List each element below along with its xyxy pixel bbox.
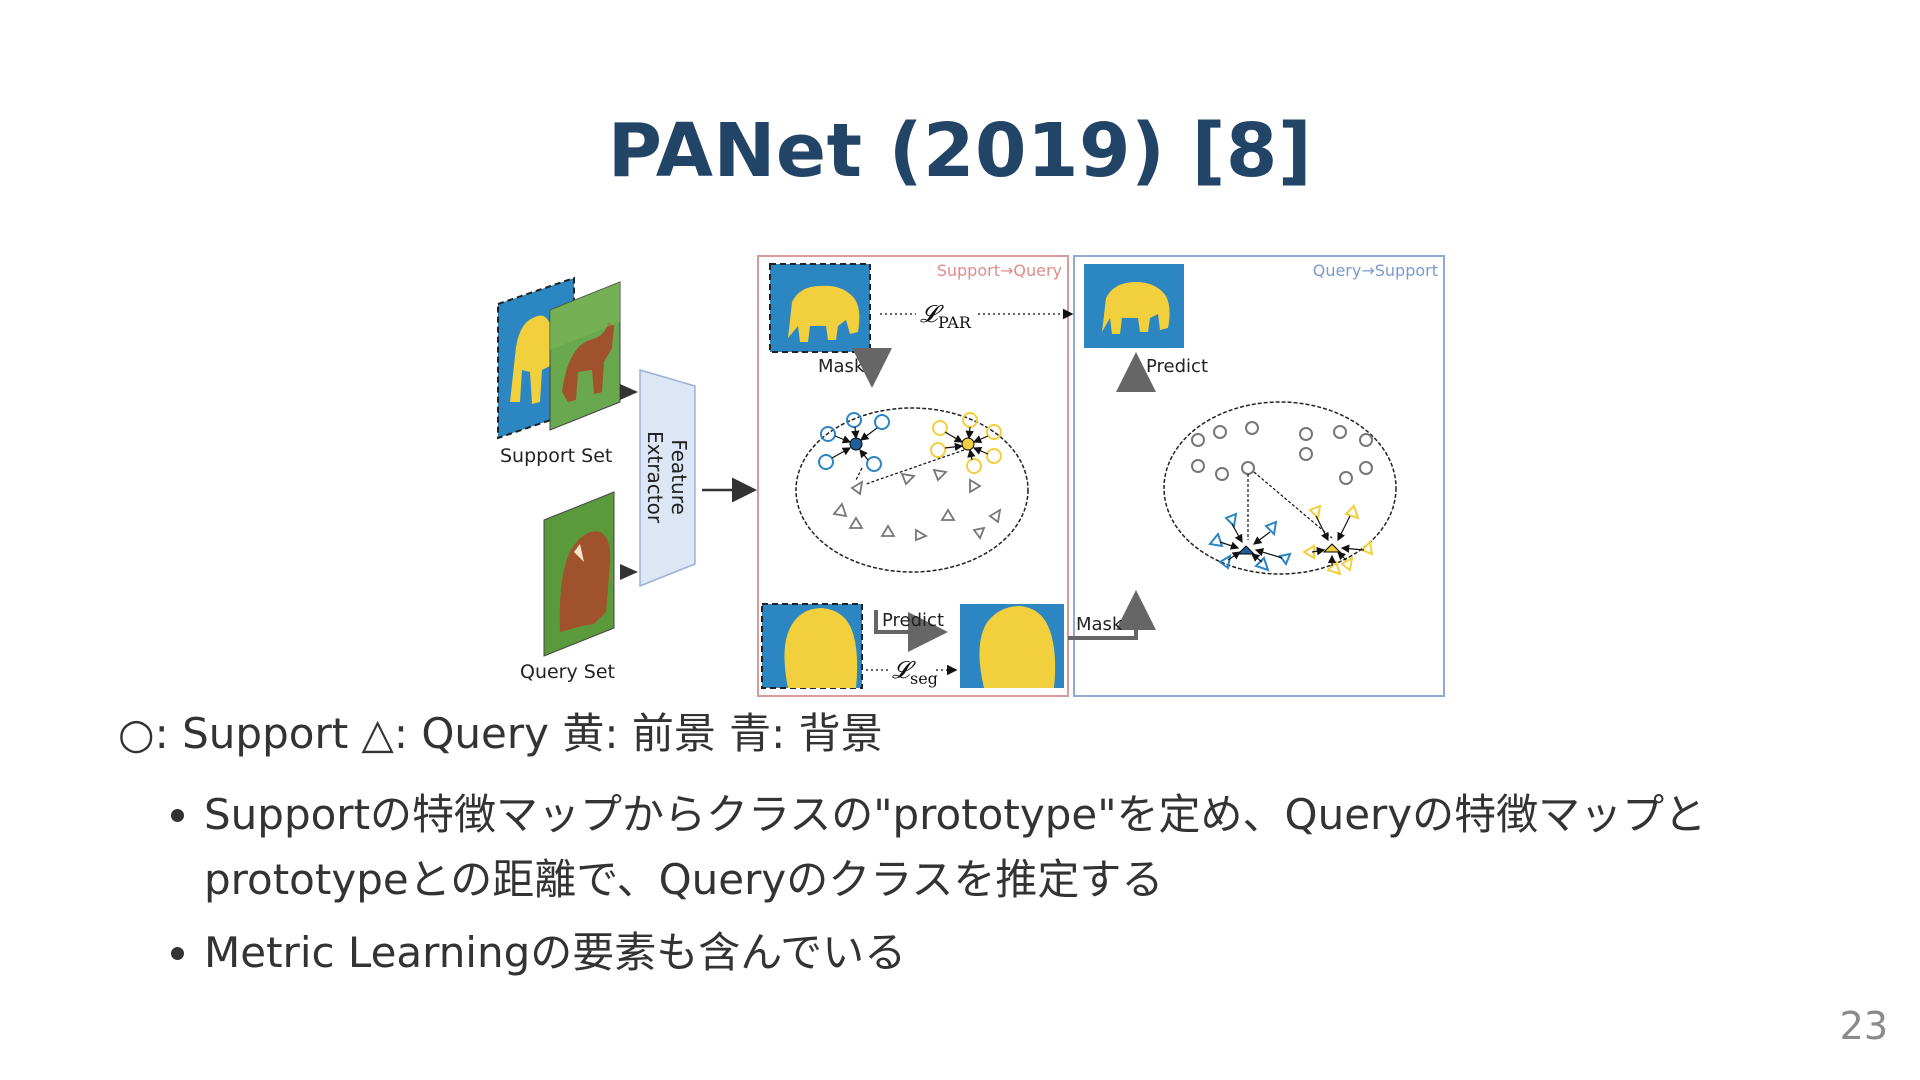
support-set-images <box>497 276 621 440</box>
predict-label-bottom: Predict <box>882 610 944 631</box>
feature-extractor-label-2: Extractor <box>643 431 667 524</box>
support-set-label: Support Set <box>500 445 612 467</box>
yellow-query-prototype <box>1322 543 1342 553</box>
feature-space-left <box>795 407 1029 573</box>
yellow-prototype <box>961 437 975 451</box>
mask-label-bottom: Mask <box>1076 614 1123 635</box>
panel-qs-title: Query→Support <box>1313 261 1438 280</box>
query-blue-triangles <box>1208 512 1292 572</box>
page-number: 23 <box>1839 1004 1888 1048</box>
query-set-image <box>543 491 615 657</box>
query-arrow-icon <box>620 564 638 580</box>
feature-space-right <box>1163 401 1397 575</box>
predict-label-right: Predict <box>1146 356 1208 377</box>
bullet-list: Supportの特徴マップからクラスの"prototype"を定め、Queryの… <box>160 782 1824 993</box>
loss-seg-sub: seg <box>910 669 938 688</box>
feature-extractor-block <box>639 369 696 588</box>
panel-support-to-query <box>757 255 1069 697</box>
blue-prototype <box>849 437 863 451</box>
panet-diagram: Support Set Query Set Feature Extractor … <box>490 252 1450 700</box>
support-points-right <box>1191 421 1373 485</box>
panel-query-to-support <box>1073 255 1445 697</box>
support-arrow-icon <box>620 384 638 400</box>
bullet-item: Metric Learningの要素も含んでいる <box>204 920 1824 985</box>
blue-query-prototype <box>1236 545 1256 555</box>
feature-extractor-label-1: Feature <box>667 439 691 515</box>
support-yellow-cluster <box>930 412 1002 474</box>
bullet-item: Supportの特徴マップからクラスの"prototype"を定め、Queryの… <box>204 782 1824 912</box>
query-triangles-left <box>832 468 1002 542</box>
slide-title: PANet (2019) [8] <box>607 108 1313 194</box>
mask-label-top: Mask <box>818 356 865 377</box>
query-set-label: Query Set <box>520 661 615 683</box>
symbol-legend: ○: Support △: Query 黄: 前景 青: 背景 <box>118 709 883 758</box>
loss-par-sub: PAR <box>938 313 972 332</box>
support-blue-cluster <box>818 412 890 472</box>
panel-sq-title: Support→Query <box>937 261 1062 280</box>
